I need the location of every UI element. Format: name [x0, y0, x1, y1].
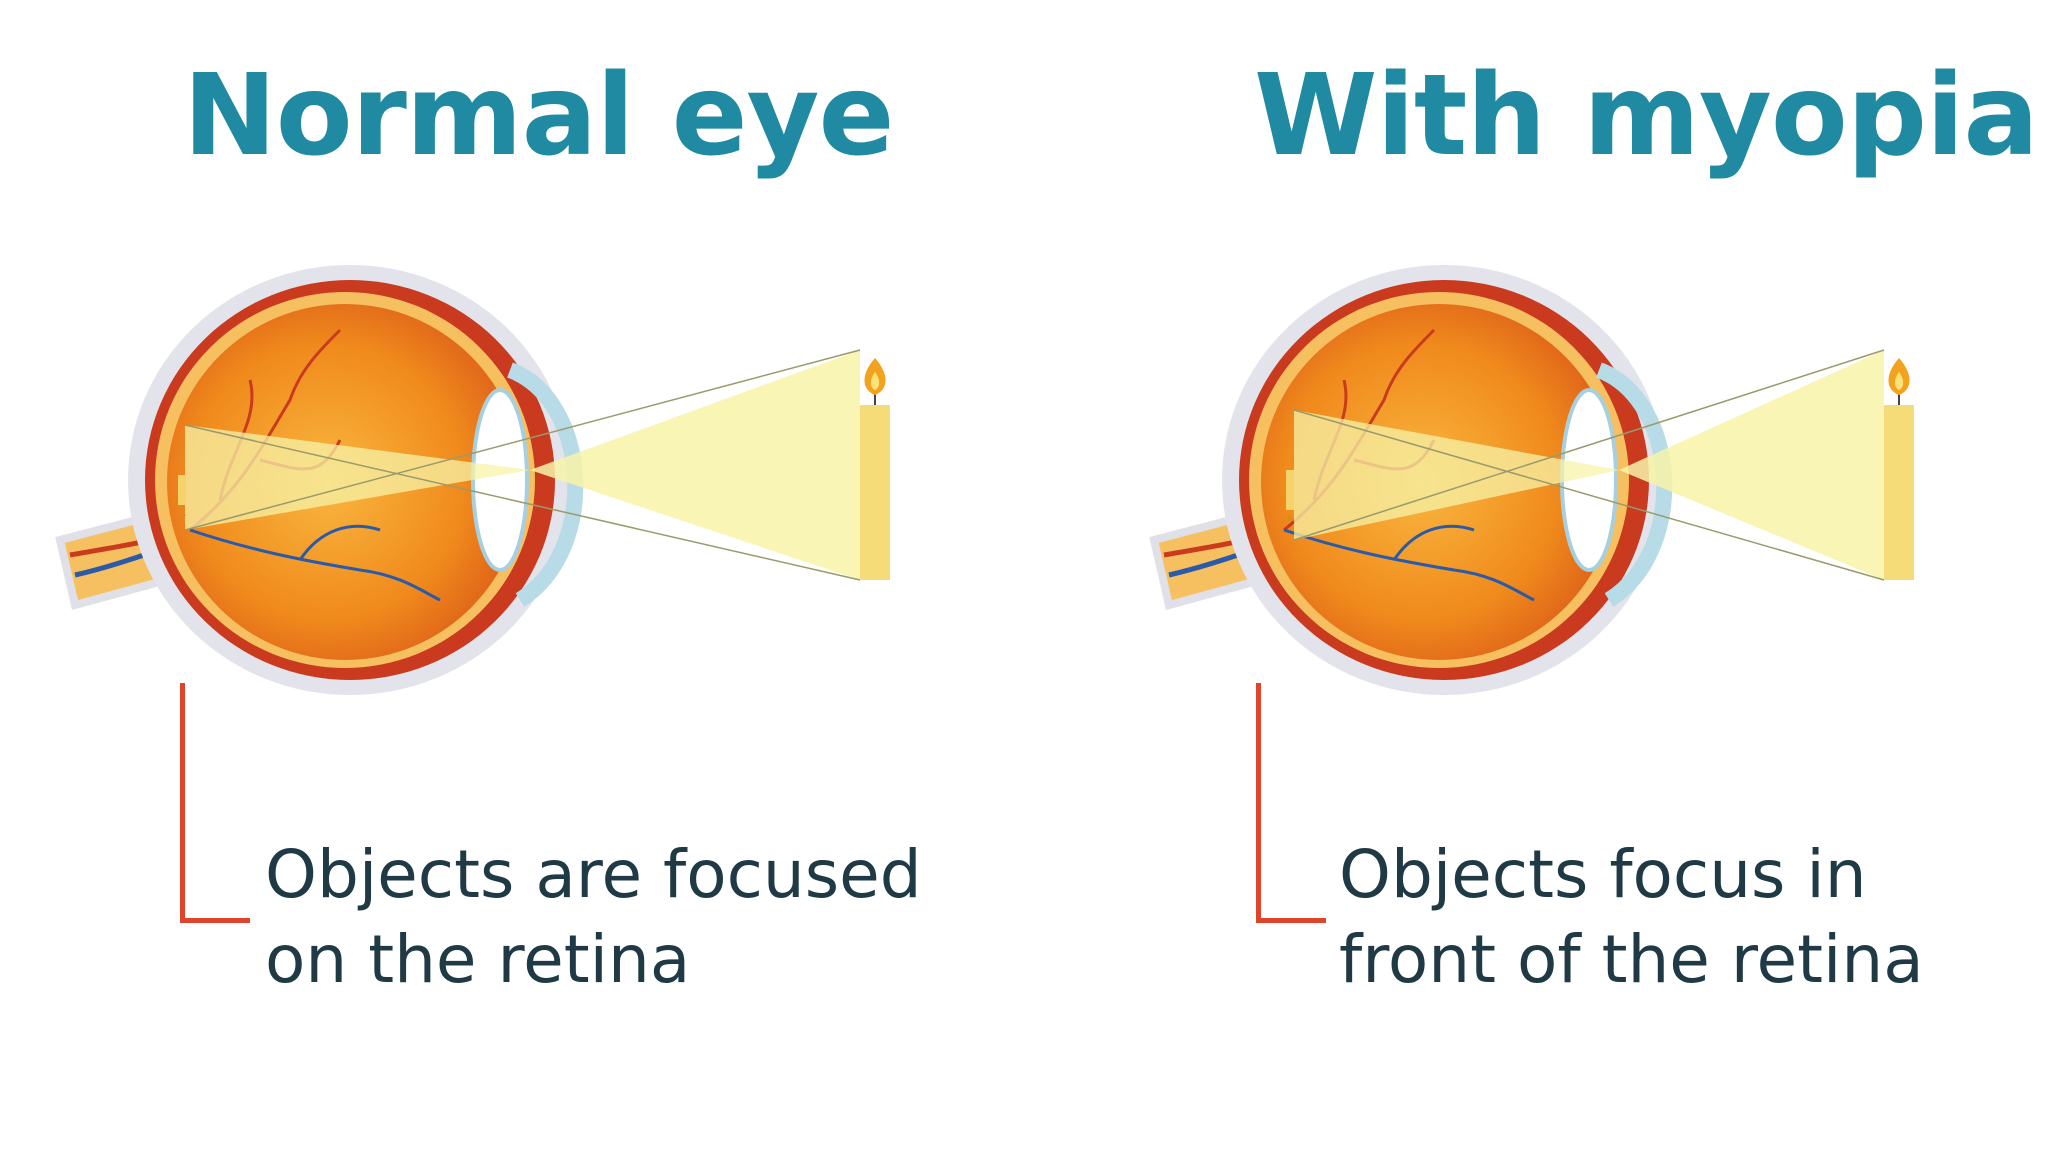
inverted-candle-image [178, 475, 186, 516]
caption-bracket [180, 683, 250, 923]
normal-eye-illustration [55, 265, 890, 695]
light-beam [1293, 349, 1885, 581]
light-beam [184, 349, 861, 581]
blurred-candle-image [1286, 470, 1294, 521]
myopia-eye-illustration [1149, 265, 1914, 695]
caption-bracket [1256, 683, 1326, 923]
caption-line: on the retina [265, 921, 691, 998]
caption-line: front of the retina [1339, 921, 1924, 998]
panel-title: With myopia [1254, 51, 2039, 181]
panel-caption: Objects focus in front of the retina [1339, 832, 2048, 1002]
myopia-eye-panel: With myopia [1024, 0, 2048, 1152]
candle-icon [1884, 358, 1914, 580]
panel-caption: Objects are focused on the retina [265, 832, 1025, 1002]
normal-eye-panel: Normal eye [55, 51, 1025, 1002]
caption-line: Objects are focused [265, 836, 922, 913]
caption-line: Objects focus in [1339, 836, 1867, 913]
panel-title: Normal eye [183, 51, 895, 181]
candle-icon [860, 358, 890, 580]
